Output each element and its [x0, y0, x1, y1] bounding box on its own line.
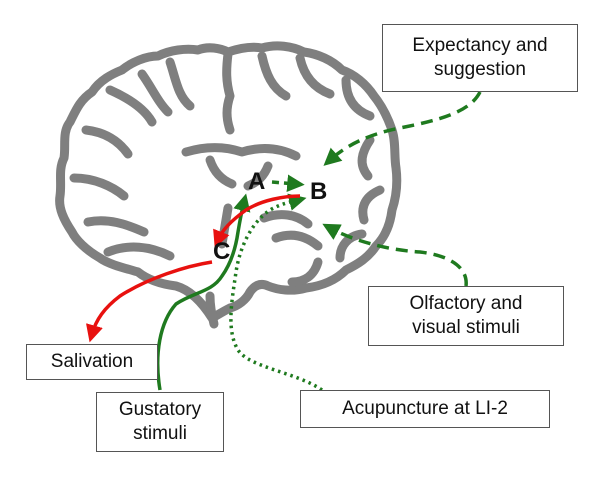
arrow-gustatory-to-a: [156, 193, 251, 391]
gustatory-box: Gustatory stimuli: [96, 392, 224, 452]
salivation-label: Salivation: [50, 351, 134, 372]
olfactory-box: Olfactory and visual stimuli: [368, 286, 564, 346]
acupuncture-label: Acupuncture at LI-2: [342, 398, 508, 419]
expectancy-line2: suggestion: [434, 59, 526, 80]
node-b: B: [310, 178, 328, 205]
node-c: C: [213, 238, 231, 265]
olfactory-line1: Olfactory and: [409, 293, 523, 314]
gustatory-line1: Gustatory: [118, 399, 202, 420]
brain-outline: [55, 41, 402, 329]
arrow-b-to-c: [213, 194, 301, 249]
acupuncture-box: Acupuncture at LI-2: [300, 390, 550, 428]
arrow-c-to-salivation: [85, 260, 213, 343]
gustatory-line2: stimuli: [133, 423, 187, 444]
expectancy-box: Expectancy and suggestion: [382, 24, 578, 92]
salivation-box: Salivation: [26, 344, 158, 380]
arrow-acupuncture-to-b: [229, 193, 323, 392]
arrow-a-to-b: [271, 174, 305, 192]
arrow-olfactory-to-b: [322, 223, 468, 287]
arrow-expectancy-to-b: [323, 91, 482, 166]
olfactory-line2: visual stimuli: [412, 317, 520, 338]
expectancy-line1: Expectancy and: [412, 35, 548, 56]
node-a: A: [248, 168, 266, 195]
